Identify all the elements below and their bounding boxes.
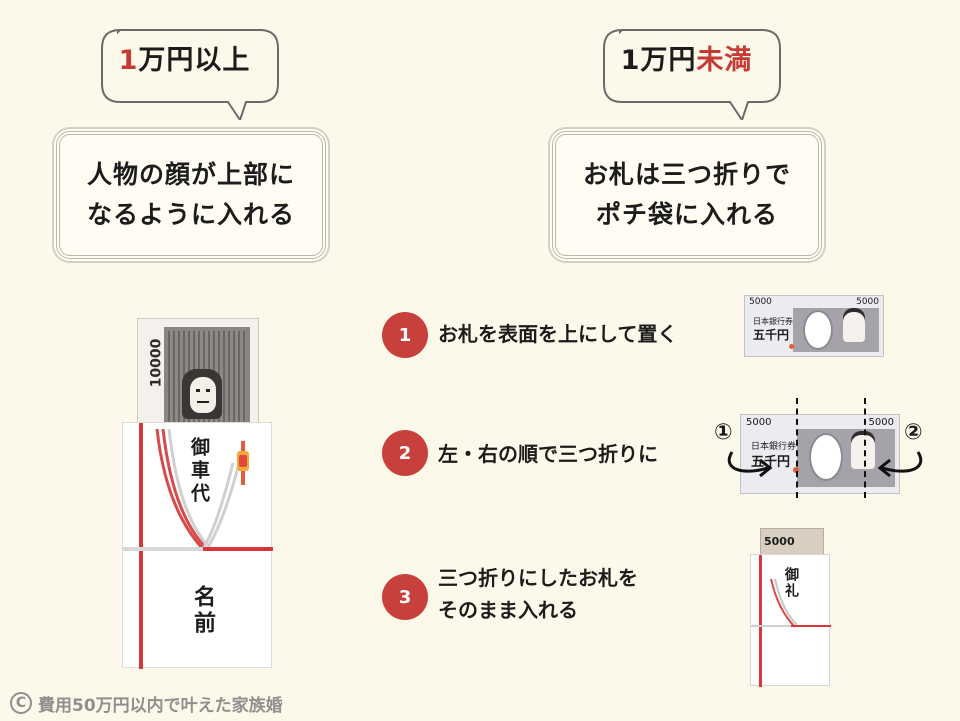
watermark-oval [809,433,843,481]
mizuhiki-cord [123,428,273,551]
fold-marker-2: ② [904,420,923,445]
bubble-over-10000: 1万円以上 [78,8,303,120]
envelope-body: 御車代 名前 [122,422,273,669]
copyright-icon: C [10,692,32,714]
pochi-bag-illustration: 5000 御礼 [750,528,831,687]
bubble-label: 万円以上 [138,45,251,76]
bill-value: 5000 [868,417,894,428]
frame-line: なるように入れる [86,200,295,229]
envelope-label-bottom: 名前 [190,585,215,637]
step-3-text: 三つ折りにしたお札を [438,566,638,590]
frame-line: ポチ袋に入れる [595,200,778,229]
watermark-oval [803,310,833,350]
fold-line-right [864,398,866,498]
fold-line-left [796,398,798,498]
bill-denomination: 五千円 [751,455,791,470]
fold-marker-1: ① [714,420,733,445]
step-2-badge: 2 [382,430,428,476]
fold-arrow-left-icon [727,451,773,478]
bubble-highlight: 未満 [696,45,753,76]
step-3-text-line2: そのまま入れる [438,598,578,622]
bill-value: 5000 [746,417,772,428]
bill-denomination: 五千円 [753,328,790,342]
bubble-highlight: 1 [118,45,139,76]
banknote-5000: 5000 5000 日本銀行券 五千円 [744,295,884,357]
portrait-icon [851,435,875,469]
step-3-badge: 3 [382,574,428,620]
pochi-label: 御礼 [783,567,799,599]
instruction-frame-right: お札は三つ折りで ポチ袋に入れる [552,131,822,259]
bill-value: 5000 [764,535,795,548]
frame-line: 人物の顔が上部に [86,160,295,189]
bill-value: 5000 [749,297,772,307]
bill-value: 5000 [856,297,879,307]
pochi-bag-body: 御礼 [750,554,831,687]
footer-credit: C 費用50万円以内で叶えた家族婚 [10,690,283,716]
speech-bubble-shape [101,28,279,120]
bill-title: 日本銀行券 [751,442,797,452]
bill-value: 10000 [148,338,165,388]
mizuhiki-cord [751,578,831,628]
step-1-text: お札を表面を上にして置く [438,322,678,346]
banknote-10000: 10000 [137,318,259,430]
instruction-frame-left: 人物の顔が上部に なるように入れる [56,131,326,259]
banknote-5000-folding: 5000 5000 日本銀行券 五千円 [740,414,900,494]
bubble-label: 1万円 [620,45,697,76]
fold-arrow-right-icon [877,451,923,478]
envelope-label-top: 御車代 [188,437,210,506]
step-1-badge: 1 [382,312,428,358]
bubble-under-10000: 1万円未満 [580,8,805,120]
portrait-icon [182,369,222,419]
footer-text: 費用50万円以内で叶えた家族婚 [38,695,283,716]
step-2-text: 左・右の順で三つ折りに [438,442,658,466]
envelope-illustration: 10000 御車代 名前 [122,318,273,669]
portrait-icon [843,312,865,342]
frame-line: お札は三つ折りで [582,160,791,189]
noshi-ornament-icon [237,441,249,485]
bill-title: 日本銀行券 [753,317,793,326]
speech-bubble-shape [603,28,781,120]
